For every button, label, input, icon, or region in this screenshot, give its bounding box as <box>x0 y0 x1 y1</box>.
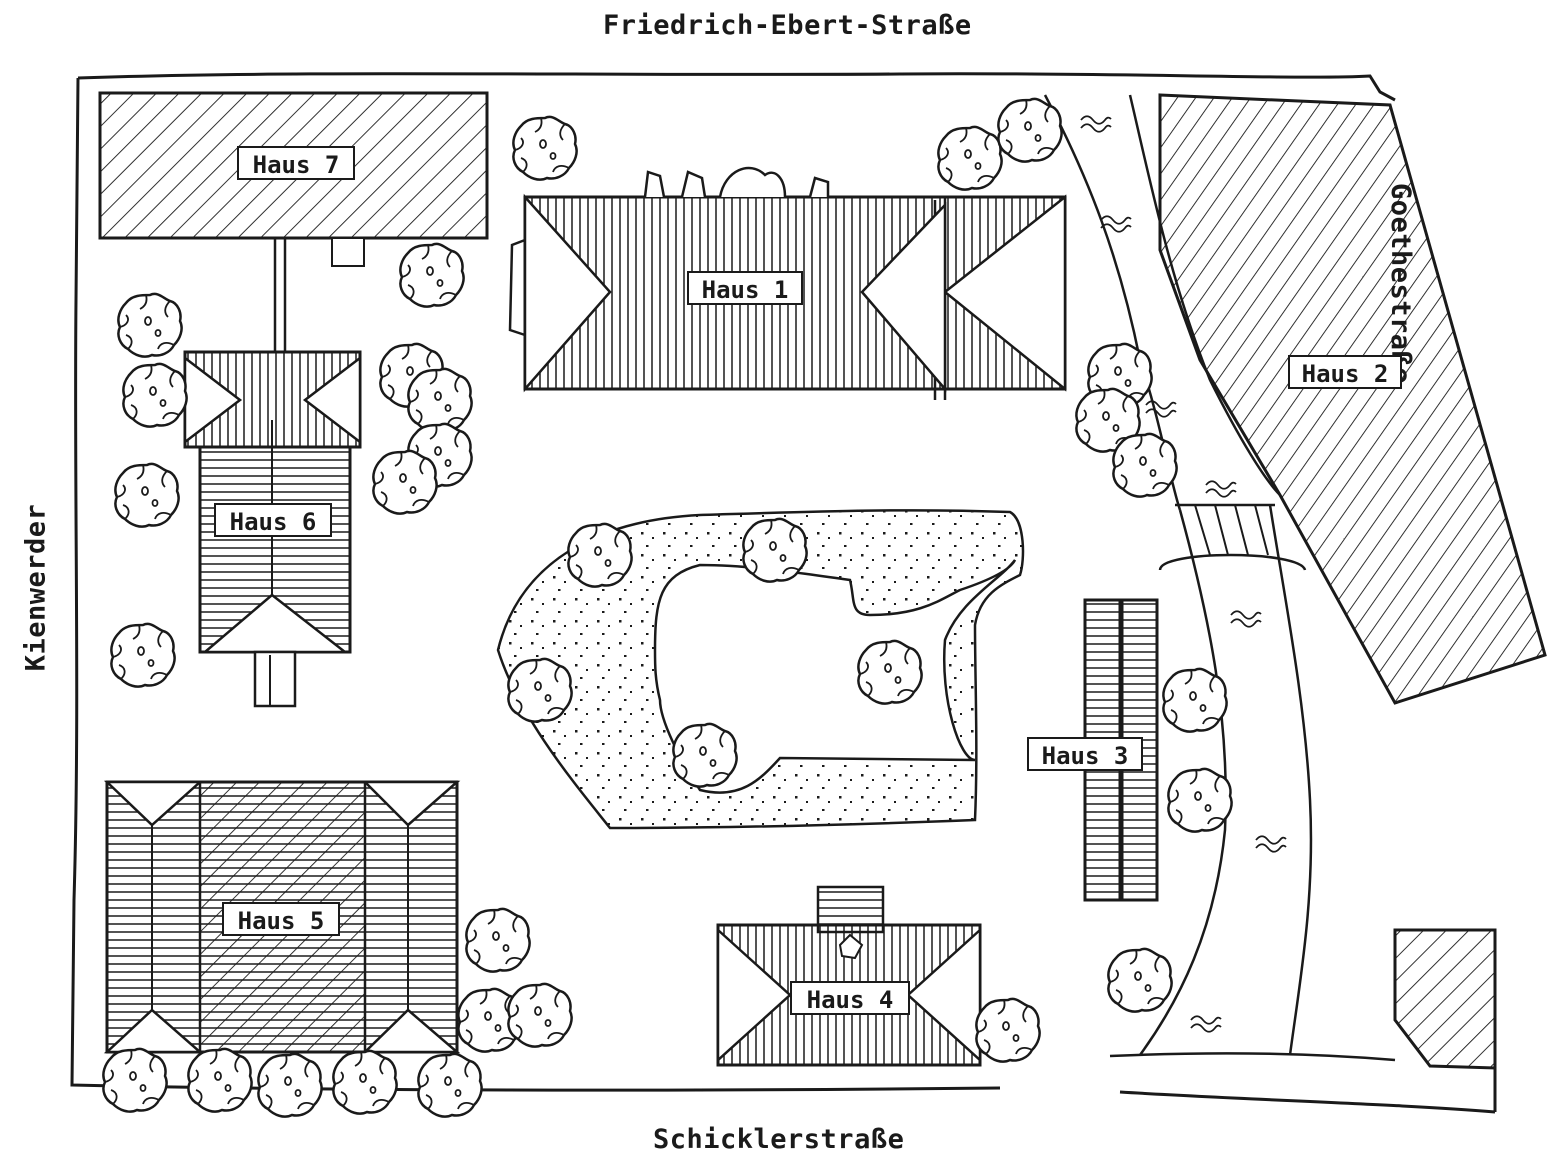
haus-1-label: Haus 1 <box>687 271 803 305</box>
haus-2-label: Haus 2 <box>1288 355 1402 389</box>
haus-1-roof <box>508 166 1067 400</box>
haus-2-roof <box>1158 93 1547 705</box>
haus-5-label: Haus 5 <box>222 902 340 936</box>
street-label-east: Goethestraße <box>1385 182 1417 385</box>
property-boundary <box>70 72 1497 1114</box>
garden-area <box>496 509 1025 830</box>
haus-3-label: Haus 3 <box>1027 737 1143 771</box>
haus-6-label: Haus 6 <box>214 503 332 537</box>
haus-7-label: Haus 7 <box>237 146 355 180</box>
haus-4-label: Haus 4 <box>790 981 910 1015</box>
street-label-north: Friedrich-Ebert-Straße <box>603 10 972 41</box>
haus-4-roof <box>716 885 982 1067</box>
hatched-corner <box>1393 928 1497 1070</box>
haus-6-roof <box>183 350 362 708</box>
street-label-south: Schicklerstraße <box>653 1124 905 1155</box>
street-label-west: Kienwerder <box>20 503 52 672</box>
haus-7-roof <box>98 91 489 240</box>
